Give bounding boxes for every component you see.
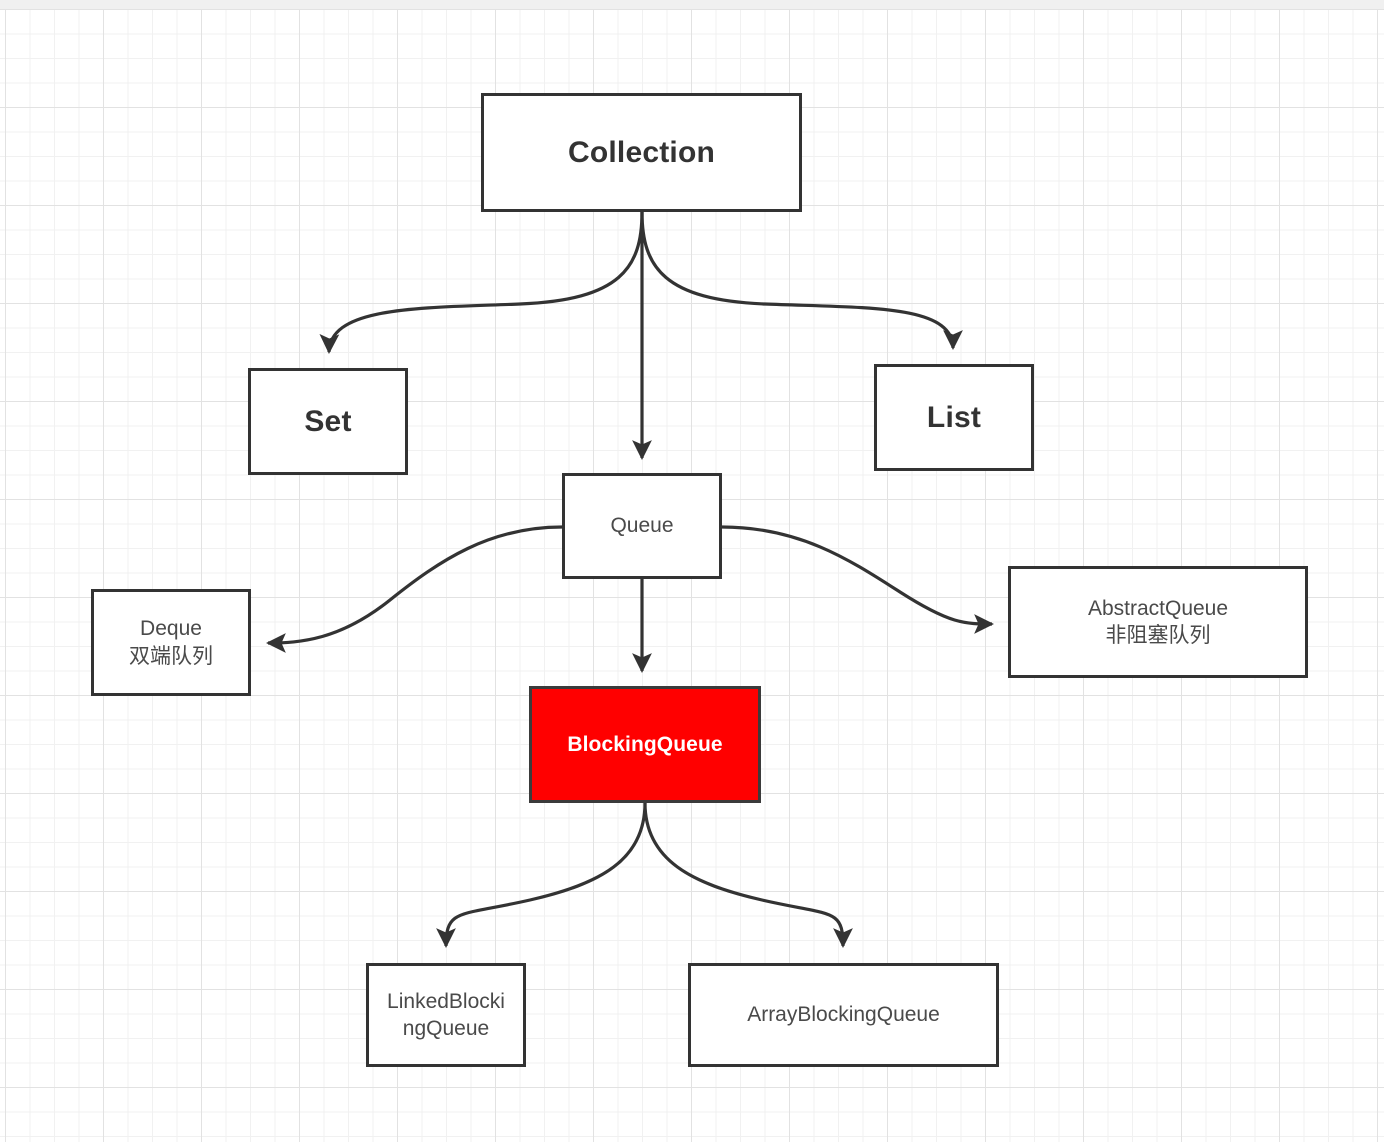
- node-list[interactable]: List: [874, 364, 1034, 471]
- node-arrayblockingqueue-label: ArrayBlockingQueue: [747, 1003, 940, 1027]
- node-linkedblockingqueue-label: LinkedBlocki ngQueue: [387, 989, 505, 1040]
- node-deque-label: Deque 双端队列: [129, 617, 213, 668]
- node-collection[interactable]: Collection: [481, 93, 802, 212]
- node-abstractqueue[interactable]: AbstractQueue 非阻塞队列: [1008, 566, 1308, 678]
- node-blockingqueue[interactable]: BlockingQueue: [529, 686, 761, 803]
- node-set-label: Set: [304, 405, 352, 438]
- node-linkedblockingqueue[interactable]: LinkedBlocki ngQueue: [366, 963, 526, 1067]
- node-set[interactable]: Set: [248, 368, 408, 475]
- canvas-top-strip: [0, 0, 1384, 9]
- node-queue[interactable]: Queue: [562, 473, 722, 579]
- node-list-label: List: [926, 401, 982, 434]
- node-abstractqueue-label: AbstractQueue 非阻塞队列: [1087, 596, 1229, 647]
- node-collection-label: Collection: [567, 136, 715, 169]
- node-deque[interactable]: Deque 双端队列: [91, 589, 251, 696]
- node-blockingqueue-label: BlockingQueue: [567, 732, 723, 756]
- node-queue-label: Queue: [610, 514, 674, 538]
- node-arrayblockingqueue[interactable]: ArrayBlockingQueue: [688, 963, 999, 1067]
